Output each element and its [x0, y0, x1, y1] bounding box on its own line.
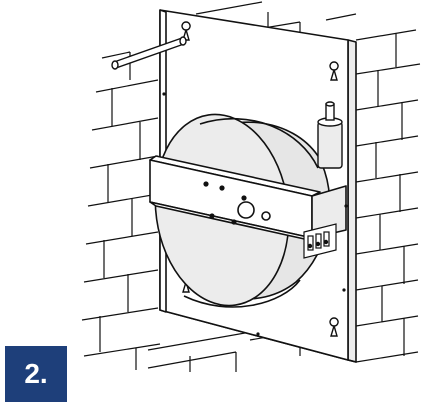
panel-screws [162, 92, 348, 336]
step-number-badge: 2. [5, 346, 67, 402]
mounting-bracket [149, 155, 347, 243]
inlet-fitting [317, 101, 343, 169]
terminal-block [303, 223, 337, 259]
keyhole-top-left [181, 21, 191, 41]
keyhole-bottom-right [329, 317, 339, 337]
keyhole-top-right [329, 61, 339, 81]
wall-anchor-screw [111, 36, 187, 70]
